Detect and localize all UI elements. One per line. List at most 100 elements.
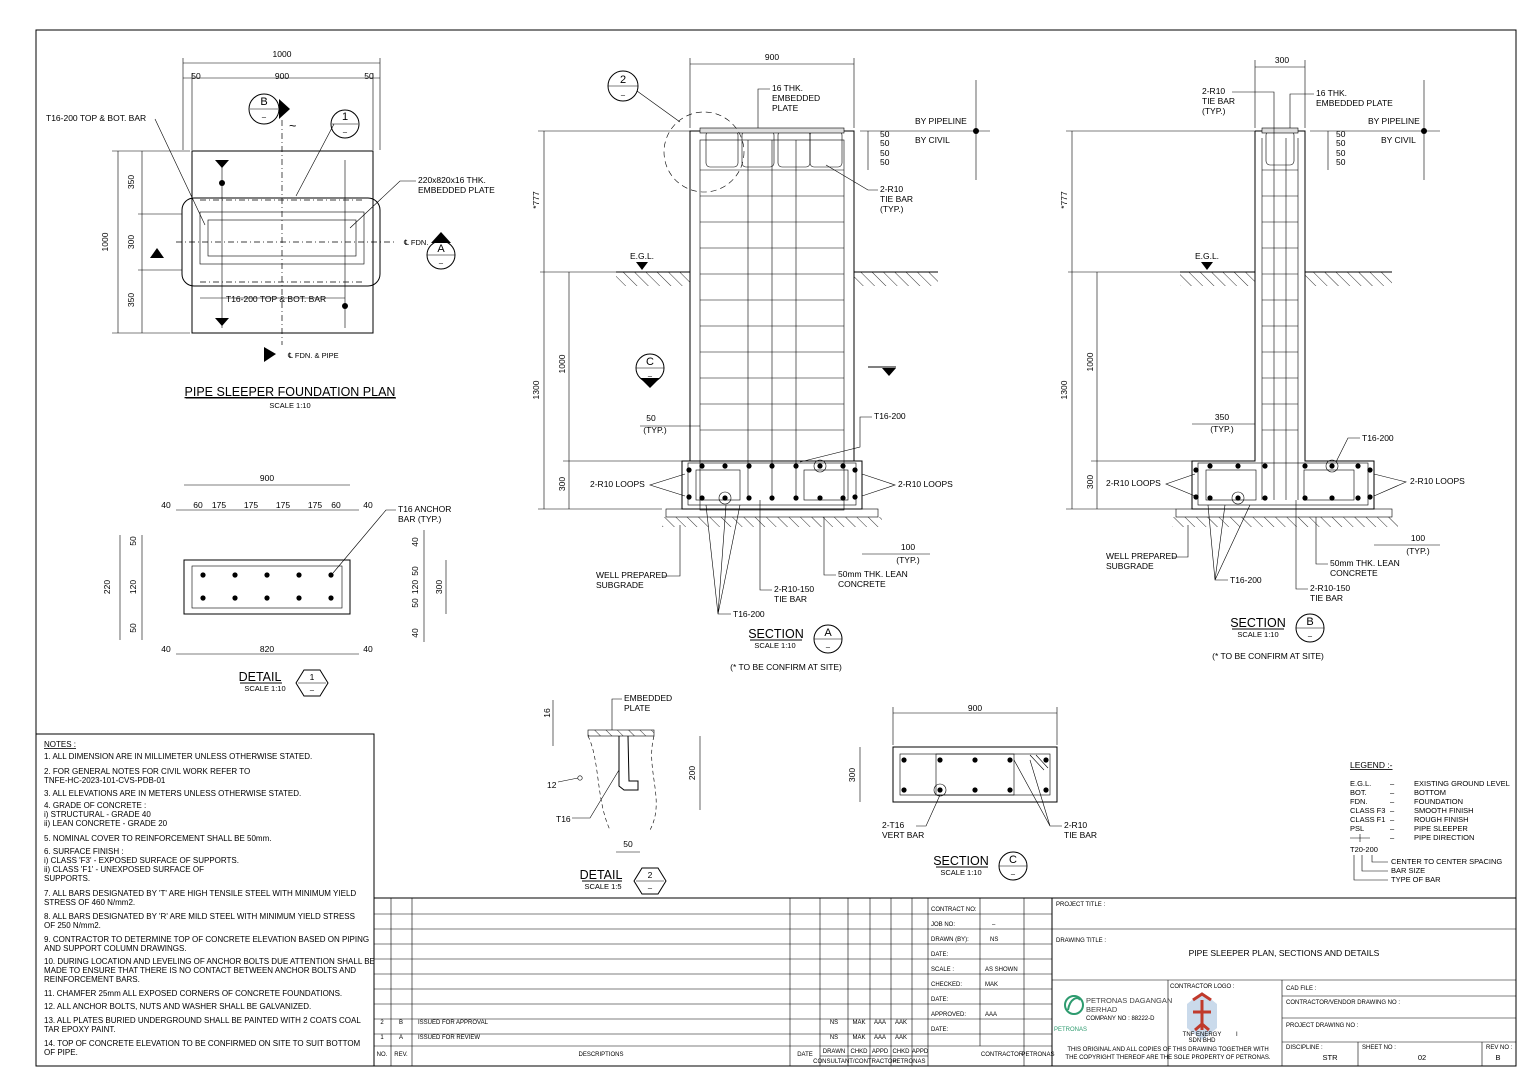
detail1-anchor-label-1: T16 ANCHOR [398, 504, 451, 514]
svg-text:AAA: AAA [874, 1035, 886, 1041]
section-b-typ350-typ: (TYP.) [1210, 424, 1234, 434]
svg-text:CHKD: CHKD [892, 1049, 910, 1055]
svg-text:AAA: AAA [874, 1020, 886, 1026]
section-b: E.G.L. 300 *777 1300 1000 300 BY PIPELIN… [1059, 55, 1465, 661]
section-b-rebars [1193, 459, 1373, 505]
section-b-ties [1262, 169, 1298, 431]
legend-abbr-0: E.G.L. [1350, 779, 1371, 788]
section-a-tie-2: TIE BAR [880, 194, 913, 204]
section-b-dim50-3: 50 [1336, 157, 1346, 167]
legend-dash-3: – [1390, 806, 1395, 815]
section-b-tie150-2: TIE BAR [1310, 593, 1343, 603]
section-b-typ100-typ: (TYP.) [1406, 546, 1430, 556]
section-b-loops-left: 2-R10 LOOPS [1106, 478, 1161, 488]
svg-text:1: 1 [342, 111, 348, 123]
svg-text:–: – [648, 883, 653, 892]
section-b-tie-2: TIE BAR [1202, 96, 1235, 106]
legend-desc-1: BOTTOM [1414, 788, 1446, 797]
section-a: E.G.L. 2 – 900 *777 1300 1000 300 BY PIP… [531, 52, 990, 672]
section-a-rebars [686, 459, 858, 505]
section-a-subgrade-1: WELL PREPARED [596, 570, 667, 580]
tb-sheet: 02 [1418, 1053, 1426, 1062]
svg-text:B: B [260, 96, 267, 108]
svg-text:–: – [826, 642, 831, 651]
detail1-dim-right-4: 40 [410, 628, 420, 638]
detail1-dim-top-0: 40 [161, 500, 171, 510]
note-line-9: i) CLASS 'F3' - EXPOSED SURFACE OF SUPPO… [44, 856, 239, 865]
legend-code: T20-200 [1350, 845, 1378, 854]
revision-row-1: 1 A ISSUED FOR REVIEW NS MAK AAA AAK [380, 1035, 907, 1041]
svg-text:A: A [824, 627, 832, 639]
svg-text:NO.: NO. [377, 1052, 388, 1058]
legend-dash-2: – [1390, 797, 1395, 806]
section-a-typ100: 100 [901, 542, 915, 552]
note-line-11: SUPPORTS. [44, 874, 90, 883]
section-a-dim50-2: 50 [880, 148, 890, 158]
tb-company-2: BERHAD [1086, 1005, 1118, 1014]
tb-vendor-no: CONTRACTOR/VENDOR DRAWING NO : [1286, 1000, 1400, 1006]
section-a-t16-bottom: T16-200 [733, 609, 765, 619]
section-a-scale: SCALE 1:10 [754, 641, 795, 650]
tnf-logo: TNF ENERGY SDN BHD [1183, 992, 1221, 1044]
section-b-tilde: ~ [289, 119, 296, 133]
note-line-23: 13. ALL PLATES BURIED UNDERGROUND SHALL … [44, 1016, 361, 1025]
section-b-t16-bottom: T16-200 [1230, 575, 1262, 585]
legend-desc-5: PIPE SLEEPER [1414, 824, 1468, 833]
tb-copyright-1: THIS ORIGINAL AND ALL COPIES OF THIS DRA… [1067, 1047, 1268, 1053]
detail1-dim-900: 900 [260, 473, 274, 483]
detail1-dim-top-1: 60 [193, 500, 203, 510]
svg-text:NS: NS [830, 1035, 838, 1041]
section-a-dim50-0: 50 [880, 129, 890, 139]
legend-dash-1: – [1390, 788, 1395, 797]
tb-discipline-label: DISCIPLINE : [1286, 1045, 1323, 1051]
section-b-note: (* TO BE CONFIRM AT SITE) [1212, 651, 1324, 661]
svg-text:CONTRACT NO:: CONTRACT NO: [931, 907, 977, 913]
section-c-tie-1: 2-R10 [1064, 820, 1087, 830]
section-a-subgrade-2: SUBGRADE [596, 580, 644, 590]
legend-dash-5: – [1390, 824, 1395, 833]
titleblock-fields: CONTRACT NO: JOB NO: – DRAWN (BY): NS DA… [931, 907, 1018, 1033]
svg-text:DATE:: DATE: [931, 952, 949, 958]
petronas-logo-text: PETRONAS [1054, 1027, 1087, 1033]
section-b-by-pipeline: BY PIPELINE [1368, 116, 1420, 126]
legend-dash-6: – [1390, 833, 1395, 842]
svg-text:–: – [310, 685, 315, 694]
section-c-vert-1: 2-T16 [882, 820, 904, 830]
legend-code-1: BAR SIZE [1391, 866, 1425, 875]
section-a-loops-left: 2-R10 LOOPS [590, 479, 645, 489]
svg-text:APPD: APPD [912, 1049, 929, 1055]
legend-dash-4: – [1390, 815, 1395, 824]
note-line-26: OF PIPE. [44, 1048, 78, 1057]
svg-text:CHECKED:: CHECKED: [931, 982, 962, 988]
note-line-2: TNFE-HC-2023-101-CVS-PDB-01 [44, 776, 166, 785]
plan-label-cl-fdn-pipe: ℄ FDN. & PIPE [288, 351, 339, 360]
notes: NOTES : 1. ALL DIMENSION ARE IN MILLIMET… [35, 733, 375, 1067]
detail1-title: DETAIL [239, 670, 282, 684]
section-c: 900 300 2-T16 VERT BAR 2-R10 TIE BAR SEC… [847, 703, 1097, 881]
note-line-22: 12. ALL ANCHOR BOLTS, NUTS AND WASHER SH… [44, 1002, 311, 1011]
detail1-dim-right-3: 50 [410, 598, 420, 608]
section-c-tie-2: TIE BAR [1064, 830, 1097, 840]
detail2-plate-1: EMBEDDED [624, 693, 672, 703]
detail2-plate-2: PLATE [624, 703, 651, 713]
section-b-dim-1000: 1000 [1085, 352, 1095, 371]
note-line-25: 14. TOP OF CONCRETE ELEVATION TO BE CONF… [44, 1039, 361, 1048]
svg-text:PETRONAS: PETRONAS [892, 1059, 925, 1065]
svg-text:–: – [262, 112, 267, 121]
detail1-dim-300: 300 [434, 580, 444, 594]
section-a-lean-2: CONCRETE [838, 579, 886, 589]
svg-text:–: – [992, 922, 996, 928]
plan-dim-v3: 350 [126, 293, 136, 307]
svg-text:2: 2 [620, 74, 626, 86]
section-a-tie-3: (TYP.) [880, 204, 904, 214]
svg-text:AAK: AAK [895, 1035, 907, 1041]
tb-contractor-logo: CONTRACTOR LOGO : [1170, 984, 1235, 990]
section-b-by-civil: BY CIVIL [1381, 135, 1416, 145]
svg-text:ISSUED FOR APPROVAL: ISSUED FOR APPROVAL [418, 1020, 489, 1026]
svg-text:B: B [399, 1020, 403, 1026]
svg-text:DATE: DATE [797, 1052, 813, 1058]
detail2-t16: T16 [556, 814, 571, 824]
section-c-title: SECTION [933, 854, 989, 868]
plan-label-plate-1: 220x820x16 THK. [418, 175, 486, 185]
section-a-typ50-typ: (TYP.) [643, 425, 667, 435]
